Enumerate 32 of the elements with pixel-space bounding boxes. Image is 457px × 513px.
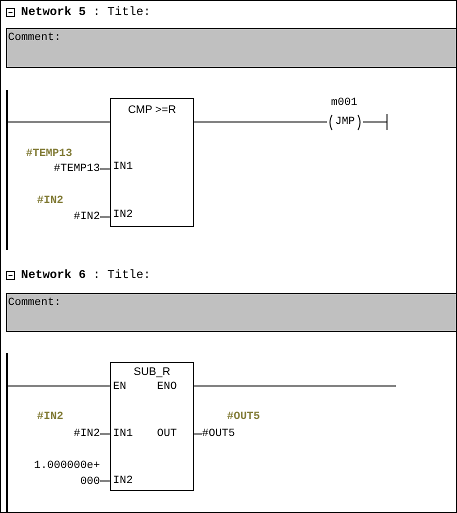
pin-label: IN2 bbox=[113, 474, 133, 488]
symbol-name: #IN2 bbox=[37, 410, 64, 424]
operand-text: #IN2 bbox=[21, 210, 100, 224]
pin-label: IN1 bbox=[113, 427, 133, 441]
pin-label: IN2 bbox=[113, 208, 133, 222]
pin-label: IN1 bbox=[113, 160, 133, 174]
jump-coil bbox=[327, 114, 363, 131]
function-block bbox=[110, 98, 194, 227]
label-text: m001 bbox=[331, 96, 358, 110]
comment-band bbox=[6, 28, 456, 68]
network-header: Network 6 : Title: bbox=[21, 268, 151, 282]
function-block bbox=[110, 362, 194, 491]
symbol-name: #IN2 bbox=[37, 194, 64, 208]
operand-text: #IN2 bbox=[21, 427, 100, 441]
comment-band bbox=[6, 293, 456, 332]
operand-text: #TEMP13 bbox=[21, 162, 100, 176]
operand-text: #OUT5 bbox=[202, 427, 262, 441]
block-title: SUB_R bbox=[132, 365, 172, 379]
connection-line bbox=[100, 216, 110, 218]
comment-label: Comment: bbox=[8, 296, 61, 310]
pin-label: OUT bbox=[157, 427, 177, 441]
connection-line bbox=[100, 168, 110, 170]
comment-label: Comment: bbox=[8, 31, 61, 45]
coil-label: JMP bbox=[334, 115, 356, 129]
symbol-name: #OUT5 bbox=[227, 410, 260, 424]
operand-text: 1.000000e+ 000 bbox=[23, 458, 100, 490]
network-header: Network 5 : Title: bbox=[21, 5, 151, 19]
connection-line bbox=[100, 480, 110, 482]
pin-label: ENO bbox=[157, 380, 177, 394]
pin-label: EN bbox=[113, 380, 126, 394]
symbol-name: #TEMP13 bbox=[26, 147, 72, 161]
block-title: CMP >=R bbox=[126, 103, 178, 117]
